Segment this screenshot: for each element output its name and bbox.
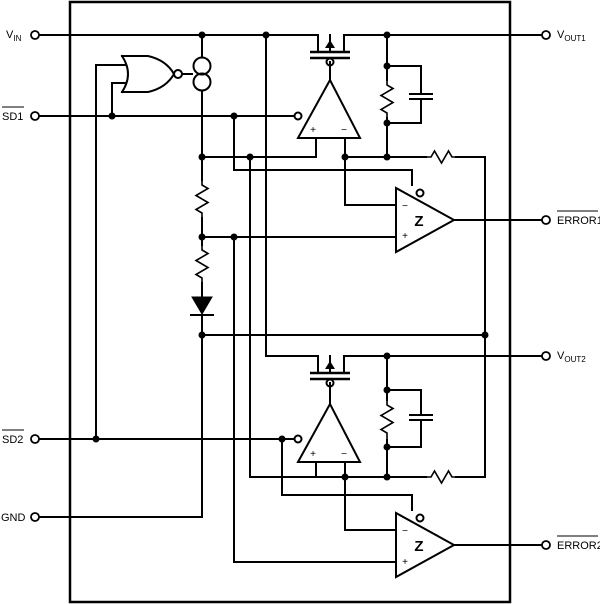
- pin-sd2: [30, 434, 40, 444]
- minus-sign: −: [341, 125, 347, 136]
- plus-sign: +: [402, 557, 408, 568]
- junction: [383, 153, 391, 161]
- plus-sign: +: [310, 125, 316, 136]
- diode: [190, 296, 214, 316]
- junction: [383, 473, 391, 481]
- junction: [278, 435, 286, 443]
- comparator-1: − + Z: [395, 186, 457, 254]
- label-sd2: SD2: [2, 434, 23, 446]
- resistor: [194, 180, 210, 218]
- label-vin: VIN: [6, 29, 22, 43]
- junction: [230, 112, 238, 120]
- junction: [246, 153, 254, 161]
- junction: [198, 31, 206, 39]
- minus-sign: −: [402, 201, 408, 212]
- current-source: [192, 56, 212, 92]
- junction: [383, 31, 391, 39]
- junction: [92, 435, 100, 443]
- plus-sign: +: [402, 231, 408, 242]
- pin-gnd: [30, 512, 40, 522]
- nor-gate: [120, 54, 193, 94]
- error-amplifier-1: + −: [293, 77, 362, 139]
- junction: [341, 153, 349, 161]
- junction: [383, 62, 391, 70]
- pins: [30, 30, 551, 550]
- junction: [383, 386, 391, 394]
- resistor: [194, 245, 210, 283]
- pin-vout1: [541, 30, 551, 40]
- junction: [383, 352, 391, 360]
- wires: [37, 34, 543, 563]
- pin-vout2: [541, 351, 551, 361]
- pass-transistor-2: [310, 355, 350, 388]
- label-vout2: VOUT2: [557, 350, 586, 364]
- junction: [108, 112, 116, 120]
- label-sd1: SD1: [2, 111, 23, 123]
- label-gnd: GND: [1, 512, 26, 524]
- label-error1: ERROR1: [557, 215, 600, 227]
- chip-outline: [68, 0, 512, 604]
- junction: [262, 31, 270, 39]
- label-error2: ERROR2: [557, 540, 600, 552]
- capacitor: [409, 414, 433, 421]
- junction: [481, 331, 489, 339]
- error-amplifier-2: + −: [293, 401, 362, 463]
- resistor: [379, 80, 395, 118]
- resistor: [426, 469, 456, 485]
- comparator-symbol: Z: [414, 213, 423, 230]
- resistor: [426, 149, 456, 165]
- junction: [230, 233, 238, 241]
- junction: [198, 153, 206, 161]
- junction: [198, 233, 206, 241]
- minus-sign: −: [341, 449, 347, 460]
- pass-transistor-1: [310, 34, 350, 67]
- pin-sd1: [30, 111, 40, 121]
- junction: [383, 119, 391, 127]
- plus-sign: +: [310, 449, 316, 460]
- junctions: [92, 31, 489, 481]
- label-vout1: VOUT1: [557, 29, 586, 43]
- junction: [383, 443, 391, 451]
- junction: [341, 473, 349, 481]
- junction: [198, 331, 206, 339]
- comparator-symbol: Z: [414, 538, 423, 555]
- minus-sign: −: [402, 526, 408, 537]
- pin-vin: [30, 30, 40, 40]
- comparator-2: − + Z: [395, 511, 457, 579]
- capacitor: [409, 93, 433, 100]
- pin-error1: [541, 215, 551, 225]
- pin-error2: [541, 540, 551, 550]
- resistor: [379, 400, 395, 440]
